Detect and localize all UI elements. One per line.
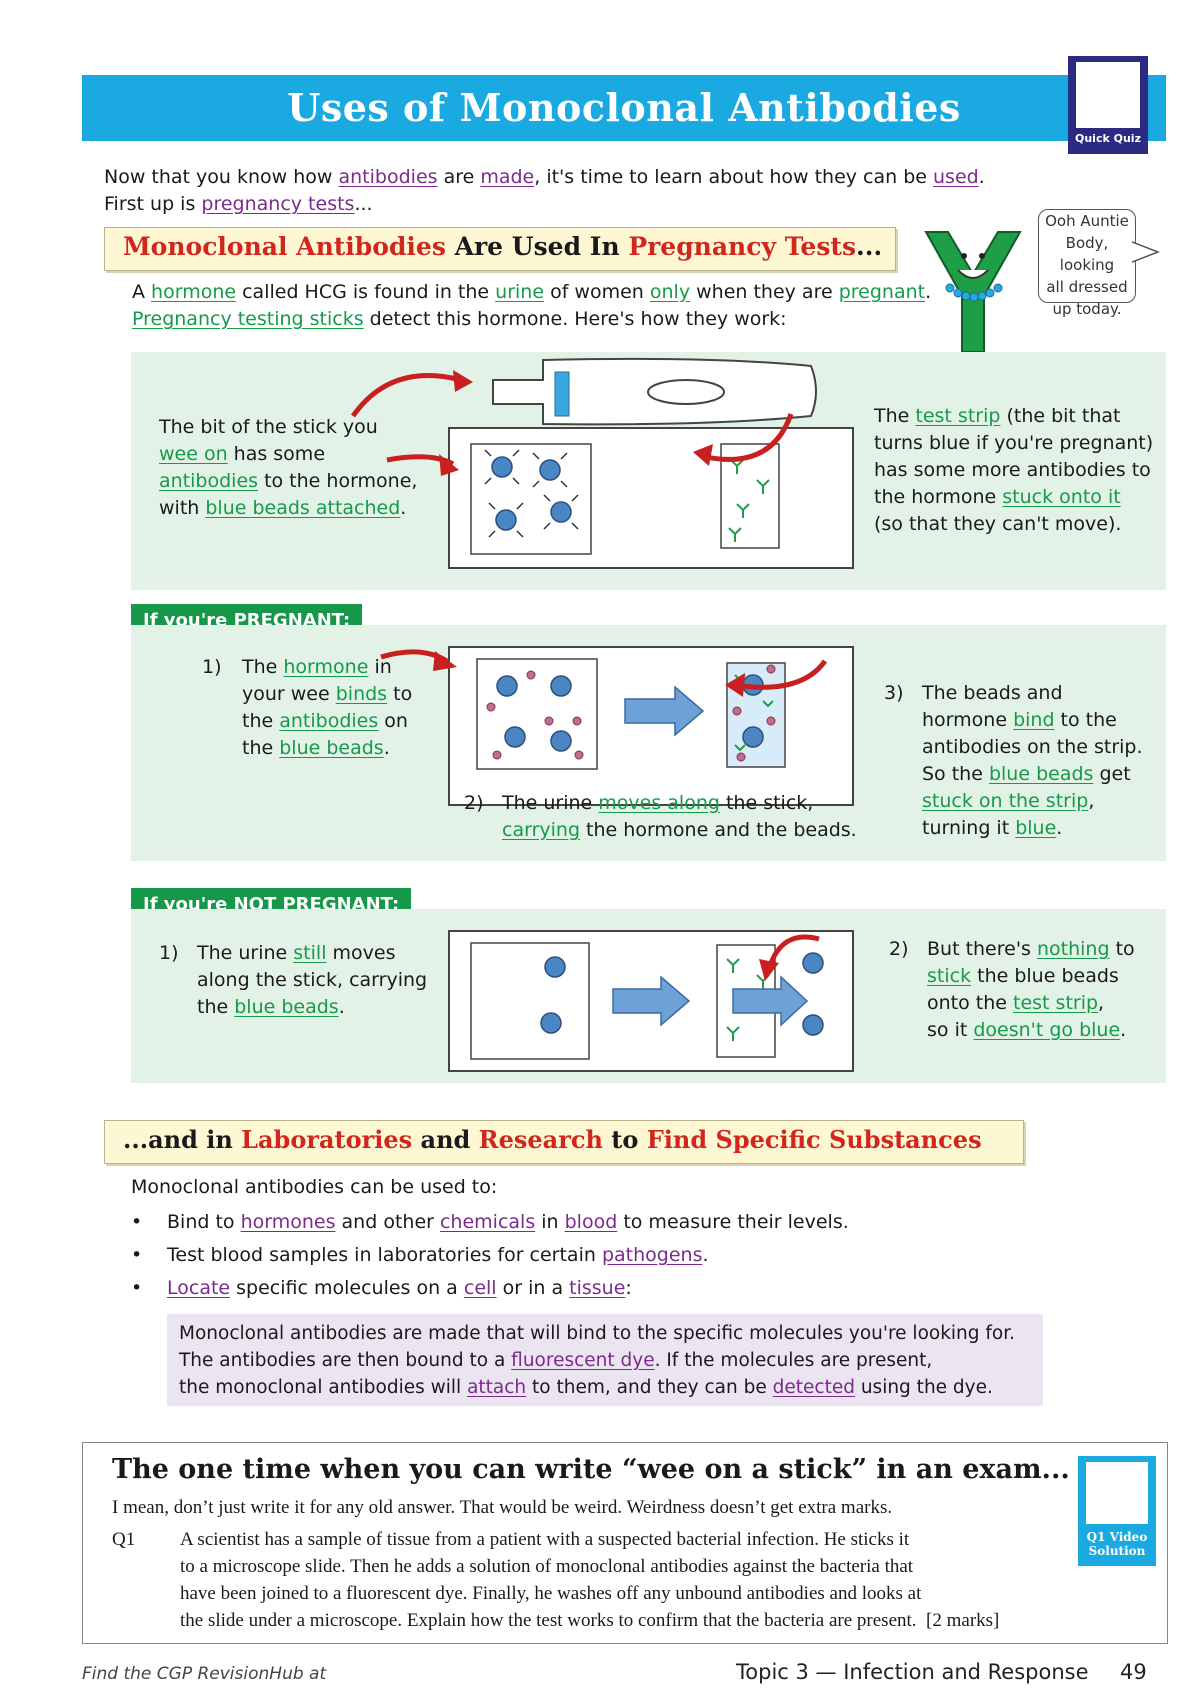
exam-subtitle: I mean, don’t just write it for any old … — [112, 1497, 893, 1518]
footer-revisionhub: Find the CGP RevisionHub at — [82, 1664, 327, 1684]
page-number: 49 — [1120, 1660, 1147, 1684]
title-bar — [82, 75, 1166, 141]
bead-antibody-icon — [491, 456, 572, 531]
not-pregnant-step-1: 1) The urine still moves along the stick… — [159, 942, 428, 1018]
pregnant-step-3: 3) The beads and hormone bind to the ant… — [884, 682, 1143, 839]
stick-right-caption: The test strip (the bit that turns blue … — [874, 405, 1154, 535]
qr-code-icon — [1076, 62, 1140, 128]
stick-diagram — [350, 357, 854, 569]
bubble-tail — [1132, 241, 1160, 263]
section-heading-pregnancy: Monoclonal Antibodies Are Used In Pregna… — [104, 227, 896, 271]
intro-text: Now that you know how antibodies are mad… — [104, 166, 985, 215]
quick-quiz-label: Quick Quiz — [1075, 132, 1141, 145]
hcg-paragraph: A hormone called HCG is found in the uri… — [132, 281, 932, 330]
fluorescent-dye-box: Monoclonal antibodies are made that will… — [167, 1314, 1043, 1406]
antibody-mascot-icon — [924, 231, 1022, 353]
not-pregnant-diagram — [448, 930, 854, 1072]
exam-title: The one time when you can write “wee on … — [112, 1454, 1070, 1485]
pregnant-diagram — [380, 646, 854, 806]
section-heading-laboratories: ...and in Laboratories and Research to F… — [104, 1120, 1024, 1164]
qr-code-icon — [1086, 1462, 1148, 1524]
exam-question-box — [82, 1442, 1168, 1644]
list-item: •Test blood samples in laboratories for … — [131, 1244, 709, 1266]
pregnant-step-2: 2) The urine moves along the stick, carr… — [464, 792, 857, 841]
exam-question-text: A scientist has a sample of tissue from … — [180, 1529, 1000, 1631]
pregnant-step-1: 1) The hormone in your wee binds to the … — [202, 656, 413, 759]
list-item: •Bind to hormones and other chemicals in… — [131, 1211, 849, 1233]
uses-list: •Bind to hormones and other chemicals in… — [131, 1206, 849, 1305]
footer-topic: Topic 3 — Infection and Response — [736, 1660, 1089, 1684]
page-title: Uses of Monoclonal Antibodies — [287, 85, 961, 130]
stick-left-caption: The bit of the stick you wee on has some… — [159, 416, 418, 519]
flow-arrow-icon — [624, 685, 705, 737]
not-pregnant-step-2: 2) But there's nothing to stick the blue… — [889, 938, 1135, 1041]
list-item: •Locate specific molecules on a cell or … — [131, 1277, 632, 1299]
exam-question-number: Q1 — [112, 1529, 136, 1550]
uses-lead: Monoclonal antibodies can be used to: — [131, 1176, 498, 1198]
